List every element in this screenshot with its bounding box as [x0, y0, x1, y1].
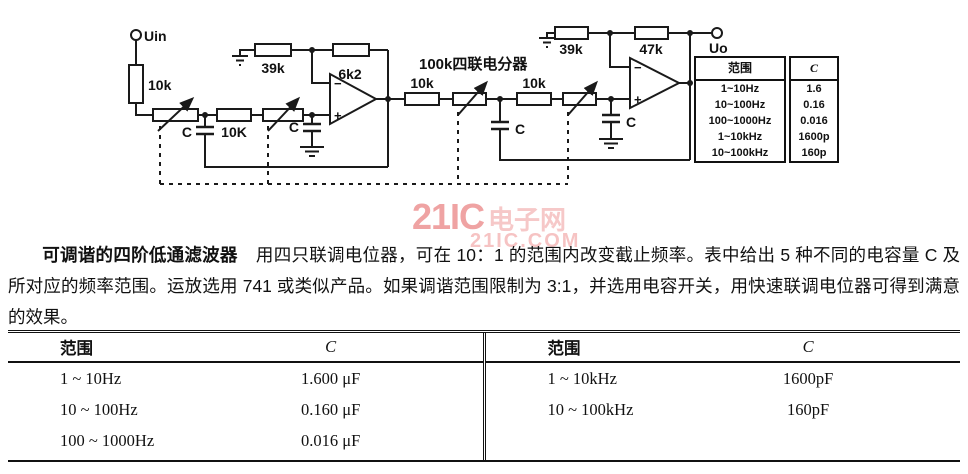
junction-dots	[202, 30, 693, 118]
range-cell: 10 ~ 100kHz	[547, 399, 634, 419]
ground-symbols	[232, 37, 623, 157]
inset-c-header: C	[791, 58, 837, 81]
c-cell: 0.160 μF	[301, 399, 361, 419]
gang-pot-label: 100k四联电分器	[419, 55, 528, 73]
op-amp-2	[629, 56, 682, 110]
uin-terminal	[130, 29, 142, 41]
inset-c-row: 0.016	[800, 115, 828, 127]
uo-terminal	[711, 27, 723, 39]
opamp1-minus: −	[334, 76, 342, 91]
inset-range-column: 范围 1~10Hz 10~100Hz 100~1000Hz 1~10kHz 10…	[694, 56, 786, 163]
capacitor-plates	[196, 113, 620, 136]
inset-range-header: 范围	[696, 58, 784, 81]
resistors	[128, 26, 669, 122]
r-39k-2-label: 39k	[559, 41, 583, 57]
opamp2-minus: −	[634, 60, 642, 75]
table-right-header-c: C	[802, 337, 814, 356]
range-cell: 100 ~ 1000Hz	[60, 430, 155, 450]
range-cell: 1 ~ 10Hz	[60, 368, 122, 388]
c4-label: C	[626, 114, 636, 130]
inset-c-column: C 1.6 0.16 0.016 1600p 160p	[789, 56, 839, 163]
inset-c-row: 1.6	[806, 83, 822, 95]
circuit-schematic: − + − + Uin 10k C 10K C 39k 6k2 100k四联电分…	[128, 26, 728, 185]
inset-range-row: 100~1000Hz	[708, 115, 772, 127]
c-cell: 160pF	[787, 399, 830, 419]
r-10k-2a-label: 10k	[410, 75, 434, 91]
table-left-header: 范围 C	[8, 333, 483, 363]
pot-wiper-arrows	[157, 80, 598, 132]
c-cell: 1600pF	[782, 368, 834, 388]
uin-label: Uin	[144, 28, 167, 44]
caption-title: 可调谐的四阶低通滤波器	[42, 244, 238, 265]
pot-4	[562, 92, 597, 106]
resistor-10K-mid	[216, 108, 252, 122]
inset-c-row: 160p	[801, 147, 827, 159]
r-6k2-label: 6k2	[338, 66, 362, 82]
table-divider	[482, 333, 486, 460]
table-left-header-range: 范围	[60, 340, 93, 358]
table-row: 1 ~ 10kHz 1600pF	[486, 363, 961, 394]
c2-label: C	[289, 119, 299, 135]
table-row: 100 ~ 1000Hz 0.016 μF	[8, 425, 483, 456]
table-right: 范围 C 1 ~ 10kHz 1600pF 10 ~ 100kHz 160pF	[485, 333, 961, 460]
resistor-6k2	[332, 43, 370, 57]
r-47k-label: 47k	[639, 41, 663, 57]
table-right-header-range: 范围	[547, 340, 581, 358]
resistor-10k-2a	[404, 92, 440, 106]
circuit-figure: − + − + Uin 10k C 10K C 39k 6k2 100k四联电分…	[0, 0, 968, 215]
table-left-header-c: C	[325, 337, 337, 356]
resistor-input-10k	[128, 64, 144, 104]
r-10K-label: 10K	[221, 124, 247, 140]
r-39k-1-label: 39k	[261, 60, 285, 76]
range-cell: 10 ~ 100Hz	[60, 399, 138, 419]
c-cell: 1.600 μF	[301, 368, 361, 388]
frequency-capacitance-tables: 范围 C 1 ~ 10Hz 1.600 μF 10 ~ 100Hz 0.160 …	[8, 330, 960, 462]
r-10k-2b-label: 10k	[522, 75, 546, 91]
op-amps	[329, 56, 682, 126]
table-row: 1 ~ 10Hz 1.600 μF	[8, 363, 483, 394]
inset-capacitor-table: 范围 1~10Hz 10~100Hz 100~1000Hz 1~10kHz 10…	[694, 56, 839, 163]
opamp2-plus: +	[634, 92, 642, 107]
caption-body: 用四只联调电位器，可在 10：1 的范围内改变截止频率。表中给出 5 种不同的电…	[8, 244, 960, 327]
pot-3	[452, 92, 487, 106]
r-input-label: 10k	[148, 77, 172, 93]
c1-label: C	[182, 124, 192, 140]
table-row: 10 ~ 100Hz 0.160 μF	[8, 394, 483, 425]
resistor-10k-2b	[516, 92, 552, 106]
gang-linkage-dashed	[159, 112, 569, 185]
table-left: 范围 C 1 ~ 10Hz 1.600 μF 10 ~ 100Hz 0.160 …	[8, 333, 483, 460]
opamp1-plus: +	[334, 108, 342, 123]
inset-c-row: 0.16	[803, 99, 825, 111]
uo-label: Uo	[709, 40, 728, 56]
inset-c-row: 1600p	[798, 131, 830, 143]
c-cell: 0.016 μF	[301, 430, 361, 450]
resistor-39k-1	[254, 43, 292, 57]
range-cell: 1 ~ 10kHz	[547, 368, 617, 388]
c3-label: C	[515, 121, 525, 137]
inset-range-row: 10~100Hz	[714, 99, 766, 111]
resistor-39k-2	[554, 26, 589, 40]
inset-range-row: 1~10kHz	[717, 131, 763, 143]
op-amp-1	[329, 72, 379, 126]
table-right-header: 范围 C	[485, 333, 960, 363]
caption-paragraph: 可调谐的四阶低通滤波器用四只联调电位器，可在 10：1 的范围内改变截止频率。表…	[8, 240, 960, 333]
table-row: 10 ~ 100kHz 160pF	[486, 394, 961, 425]
resistor-47k	[634, 26, 669, 40]
inset-range-row: 1~10Hz	[720, 83, 760, 95]
inset-range-row: 10~100kHz	[711, 147, 769, 159]
